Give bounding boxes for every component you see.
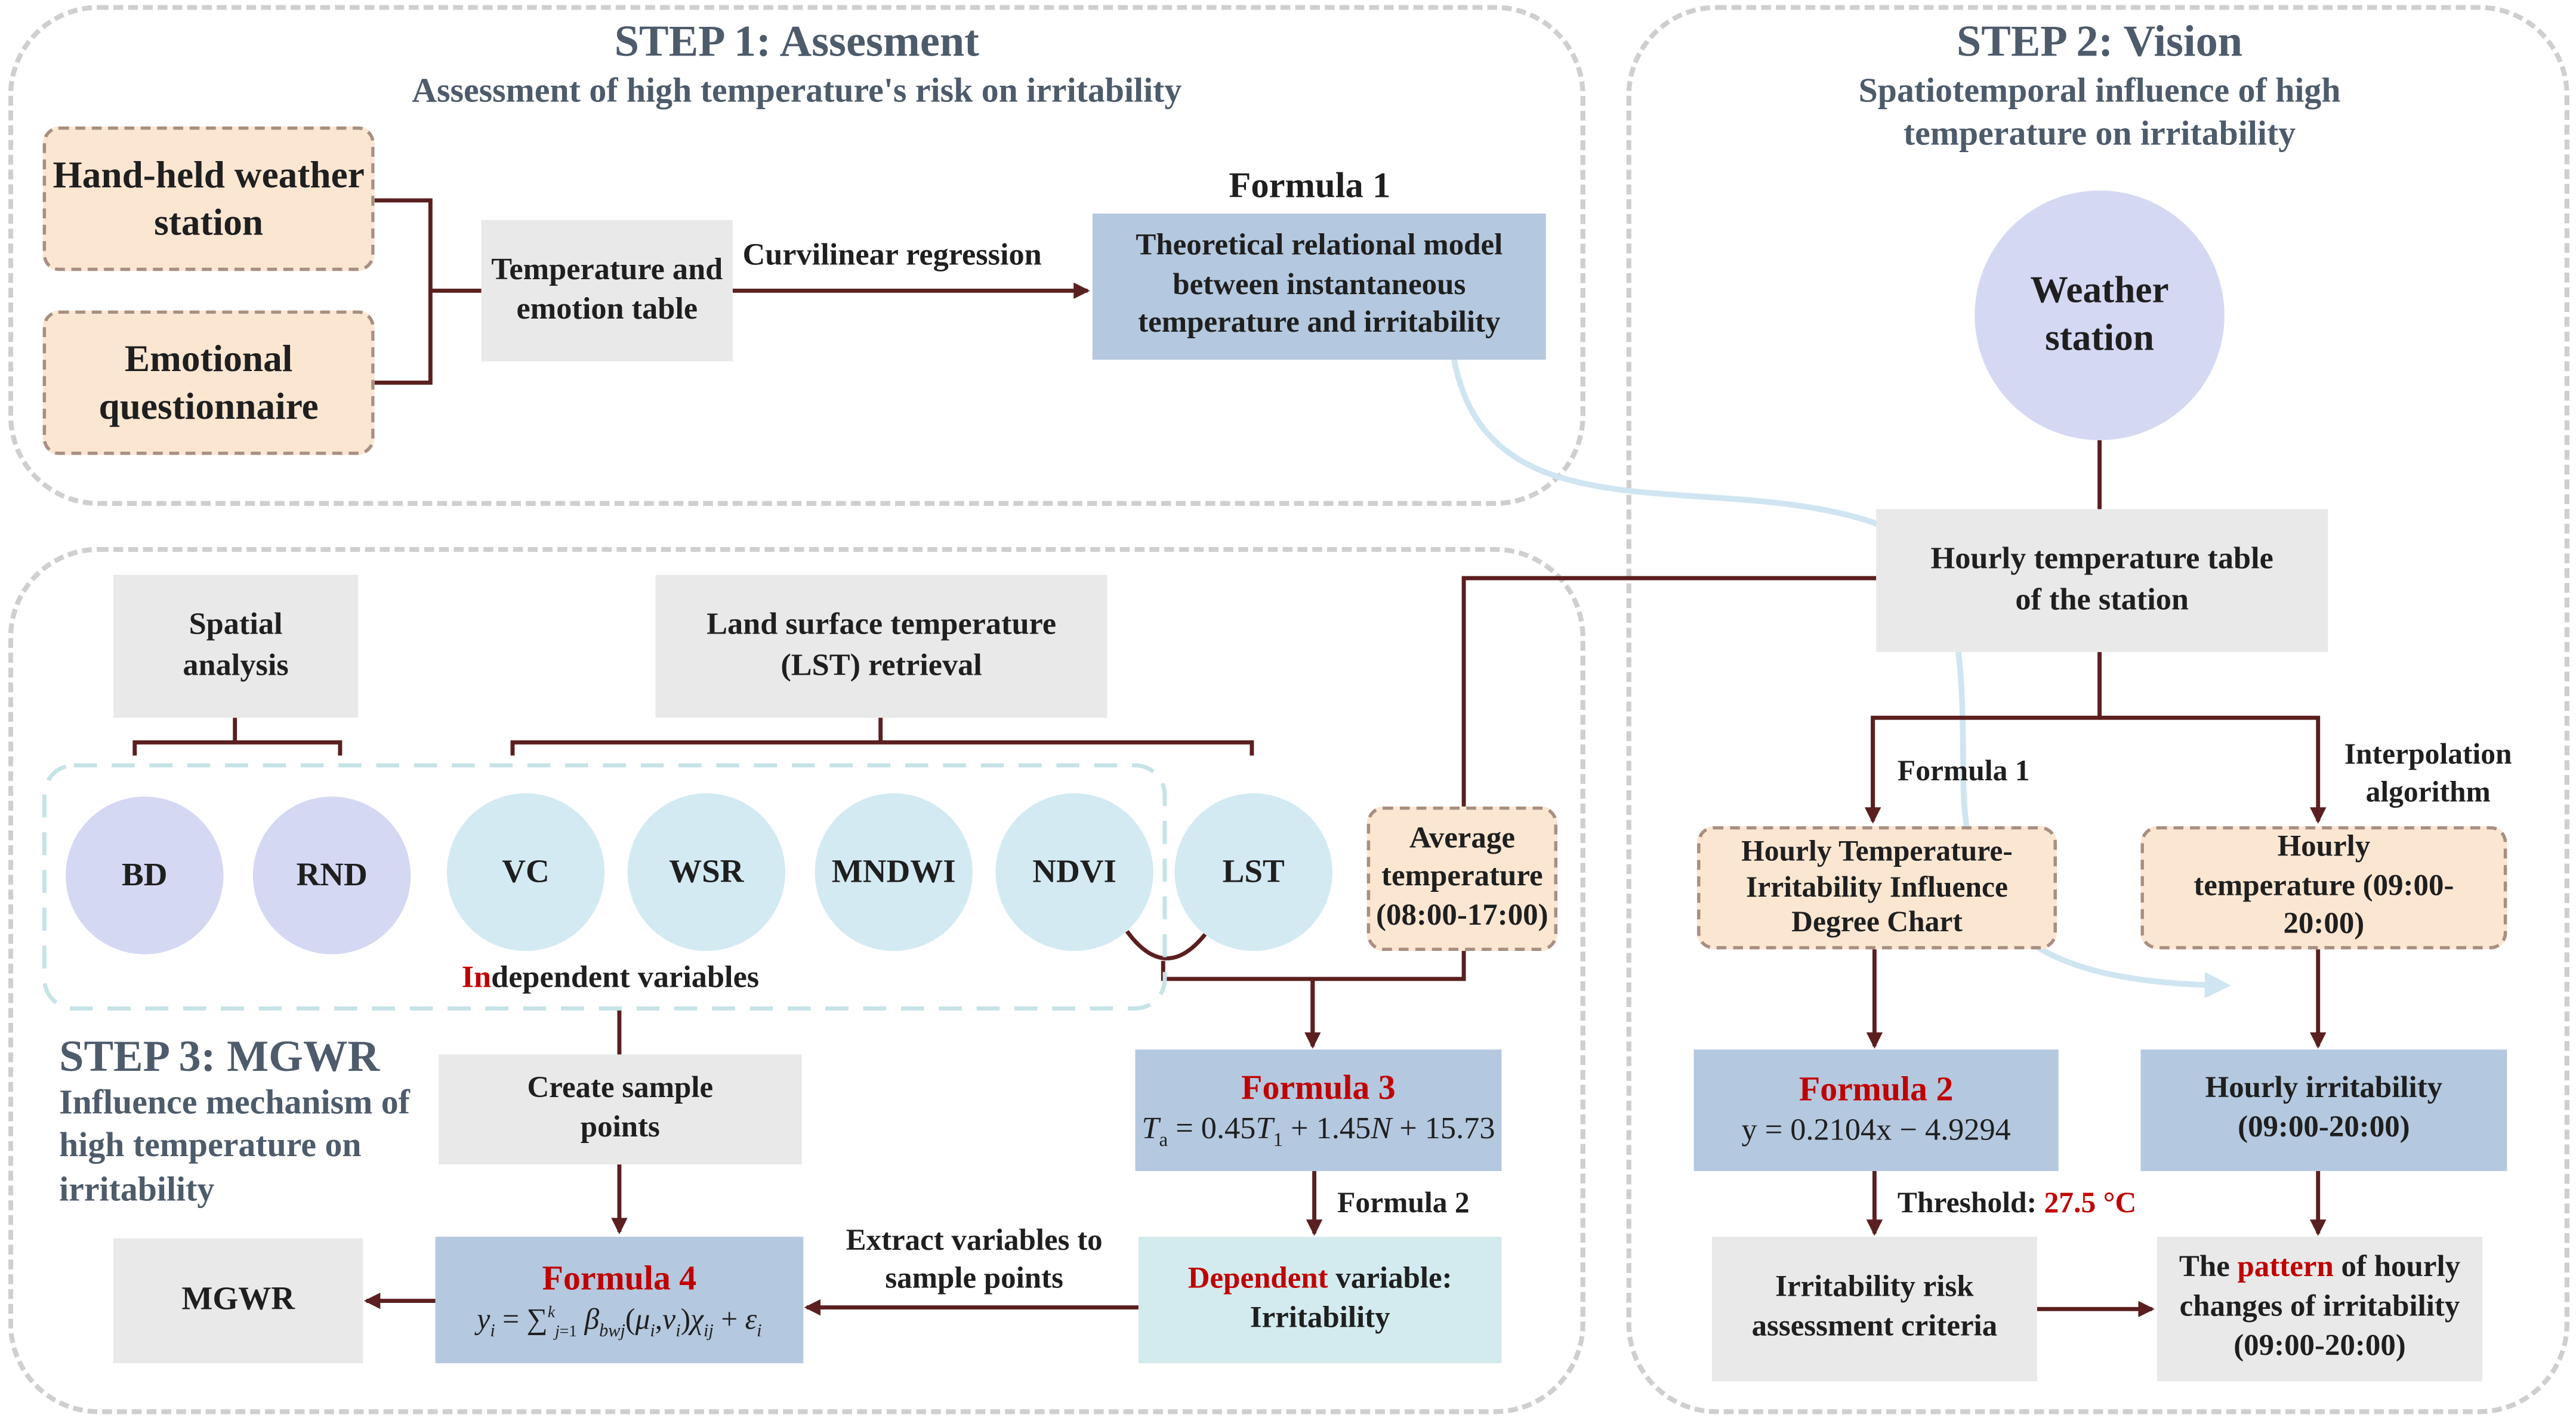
mgwr-box: MGWR bbox=[113, 1238, 363, 1364]
formula2-equation: y = 0.2104x − 4.9294 bbox=[1741, 1114, 2011, 1149]
circle-lst: LST bbox=[1174, 793, 1332, 952]
step1-panel bbox=[8, 5, 1585, 506]
interpolation-label: Interpolation algorithm bbox=[2344, 737, 2512, 808]
formula2-edge-label: Formula 2 bbox=[1337, 1185, 1470, 1219]
circle-wsr: WSR bbox=[627, 793, 786, 952]
step2-subtitle: Spatiotemporal influence of high tempera… bbox=[1858, 70, 2341, 153]
risk-criteria-box: Irritability risk assessment criteria bbox=[1711, 1237, 2037, 1382]
connector-table-avg bbox=[1461, 576, 1877, 807]
threshold-text: Threshold: bbox=[1897, 1185, 2037, 1219]
formula2-box: Formula 2 y = 0.2104x − 4.9294 bbox=[1693, 1049, 2059, 1172]
variables-group bbox=[42, 763, 1167, 1011]
step3-title: STEP 3: MGWR bbox=[59, 1031, 380, 1081]
formula4-equation: yi = ∑kj=1 βbwj(μi,νi)χij + εi bbox=[477, 1302, 762, 1341]
formula2-label: Formula 2 bbox=[1798, 1070, 1954, 1110]
bracket-lst bbox=[510, 718, 1254, 756]
threshold-value: 27.5 °C bbox=[2044, 1185, 2137, 1219]
pattern-box: The pattern of hourly changes of irritab… bbox=[2157, 1237, 2483, 1382]
influence-chart-box: Hourly Temperature-Irritability Influenc… bbox=[1697, 826, 2057, 950]
formula1-edge-label: Formula 1 bbox=[1897, 753, 2030, 787]
extract-variables-label: Extract variables to sample points bbox=[846, 1225, 1103, 1296]
connector-handheld bbox=[374, 198, 433, 385]
independent-variables-label: Independent variables bbox=[461, 960, 760, 996]
connector-table-branch bbox=[1871, 652, 2102, 818]
bracket-spatial bbox=[132, 718, 343, 756]
formula3-box: Formula 3 Ta = 0.45T1 + 1.45N + 15.73 bbox=[1135, 1049, 1502, 1172]
circle-ndvi: NDVI bbox=[995, 793, 1153, 952]
hourly-irritability-box: Hourly irritability (09:00-20:00) bbox=[2140, 1049, 2507, 1172]
step3-subtitle: Influence mechanism of high temperature … bbox=[59, 1082, 410, 1208]
theoretical-model-box: Theoretical relational model between ins… bbox=[1092, 213, 1546, 360]
threshold-label: Threshold: 27.5 °C bbox=[1898, 1186, 2136, 1221]
circle-bd: BD bbox=[66, 796, 224, 955]
step1-subtitle: Assessment of high temperature's risk on… bbox=[412, 70, 1182, 110]
curvilinear-regression-label: Curvilinear regression bbox=[742, 238, 1042, 273]
handheld-weather-station-box: Hand-held weather station bbox=[42, 126, 375, 271]
temperature-emotion-table-box: Temperature and emotion table bbox=[481, 220, 733, 362]
circle-rnd: RND bbox=[252, 796, 411, 955]
circle-mndwi: MNDWI bbox=[815, 793, 973, 952]
formula3-equation: Ta = 0.45T1 + 1.45N + 15.73 bbox=[1142, 1112, 1495, 1152]
weather-station-circle: Weather station bbox=[1975, 190, 2225, 440]
circle-vc: VC bbox=[446, 793, 605, 952]
step2-panel bbox=[1626, 5, 2569, 1414]
connector-ndvi-lst bbox=[1125, 929, 1210, 960]
emotional-questionnaire-box: Emotional questionnaire bbox=[42, 310, 375, 455]
hourly-temperature-table-box: Hourly temperature table of the station bbox=[1876, 509, 2328, 653]
lst-retrieval-box: Land surface temperature (LST) retrieval bbox=[655, 574, 1107, 718]
pattern-text: The pattern of hourly changes of irritab… bbox=[2179, 1252, 2461, 1363]
average-temperature-box: Average temperature (08:00-17:00) bbox=[1366, 806, 1558, 952]
spatial-analysis-box: Spatial analysis bbox=[113, 574, 359, 718]
dependent-variable-box: Dependent variable: Irritability bbox=[1138, 1237, 1502, 1364]
step1-title: STEP 1: Assesment bbox=[614, 16, 979, 66]
formula1-label: Formula 1 bbox=[1229, 164, 1391, 206]
step2-title: STEP 2: Vision bbox=[1956, 16, 2243, 66]
hourly-temperature-box: Hourly temperature (09:00-20:00) bbox=[2140, 826, 2507, 950]
formula4-box: Formula 4 yi = ∑kj=1 βbwj(μi,νi)χij + εi bbox=[435, 1237, 804, 1364]
create-sample-points-box: Create sample points bbox=[439, 1054, 802, 1165]
formula4-label: Formula 4 bbox=[542, 1258, 697, 1298]
step3-panel bbox=[8, 546, 1585, 1414]
formula3-label: Formula 3 bbox=[1241, 1068, 1396, 1108]
